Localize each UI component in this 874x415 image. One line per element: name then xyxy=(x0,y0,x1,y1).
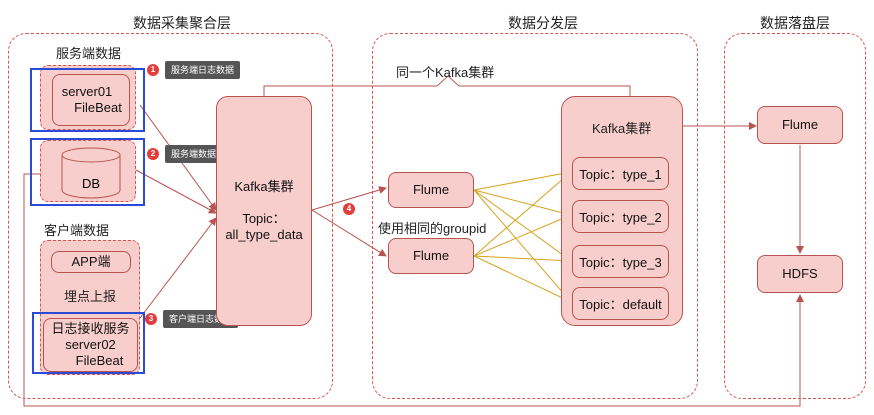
filebeat2-label: FileBeat xyxy=(75,353,124,368)
arrow-db-loop-to-hdfs xyxy=(23,173,804,407)
log-receiver-title: 日志接收服务 xyxy=(51,321,130,336)
topic-type-1: Topic：type_1 xyxy=(572,157,669,190)
flume-consumer-2: Flume xyxy=(388,238,474,274)
log-receiver-highlight-frame xyxy=(32,312,145,374)
app-node: APP端 xyxy=(51,251,131,273)
storage-layer-zone xyxy=(724,33,866,399)
kafka-right-title: Kafka集群 xyxy=(592,121,652,136)
topic-type-3: Topic：type_3 xyxy=(572,245,669,278)
badge-2: 2 xyxy=(147,148,159,160)
arrow-kafka-to-flume2 xyxy=(311,209,387,257)
log-receiver-node: 日志接收服务 server02 FileBeat xyxy=(43,318,138,372)
kafka-topic-label: Topic： xyxy=(242,211,286,226)
distribution-layer-zone xyxy=(372,33,698,399)
topic-default: Topic：default xyxy=(572,287,669,320)
hdfs-node: HDFS xyxy=(757,255,843,293)
topic-type-2: Topic：type_2 xyxy=(572,200,669,233)
server01-node: server01 FileBeat xyxy=(52,74,130,126)
kafka-cluster-node: Kafka集群 Topic： all_type_data xyxy=(216,96,312,326)
db-highlight-frame xyxy=(30,138,145,206)
server01-highlight-frame xyxy=(30,68,145,132)
db-label: DB xyxy=(82,176,101,191)
badge-1: 1 xyxy=(147,64,159,76)
db-cylinder-icon xyxy=(61,147,121,199)
distribution-layer-title: 数据分发层 xyxy=(508,15,578,31)
badge-4: 4 xyxy=(343,203,355,215)
server-data-label: 服务端数据 xyxy=(56,46,122,61)
report-label: 埋点上报 xyxy=(64,289,117,304)
badge-1-tag: 服务端日志数据 xyxy=(165,61,241,79)
kafka-topic-name: all_type_data xyxy=(225,227,303,242)
server01-label: server01 xyxy=(61,84,113,99)
fanout-arrows xyxy=(473,169,572,303)
same-groupid-label: 使用相同的groupid xyxy=(378,221,487,236)
arrow-kafka-to-flume1 xyxy=(311,186,387,211)
collection-layer-title: 数据采集聚合层 xyxy=(133,15,231,31)
badge-3: 3 xyxy=(145,313,157,325)
server02-label: server02 xyxy=(65,337,116,352)
flume-consumer-1: Flume xyxy=(388,172,474,208)
client-data-label: 客户端数据 xyxy=(44,223,110,238)
storage-layer-title: 数据落盘层 xyxy=(760,15,830,31)
filebeat-label: FileBeat xyxy=(74,100,122,115)
collection-layer-zone xyxy=(8,33,333,399)
arrow-db-to-kafka xyxy=(135,169,217,214)
arrow-receiver-to-kafka xyxy=(139,217,217,319)
same-cluster-bracket xyxy=(263,75,631,100)
same-cluster-label: 同一个Kafka集群 xyxy=(396,65,495,80)
flume-storage-node: Flume xyxy=(757,106,843,144)
kafka-cluster-title: Kafka集群 xyxy=(234,179,294,194)
